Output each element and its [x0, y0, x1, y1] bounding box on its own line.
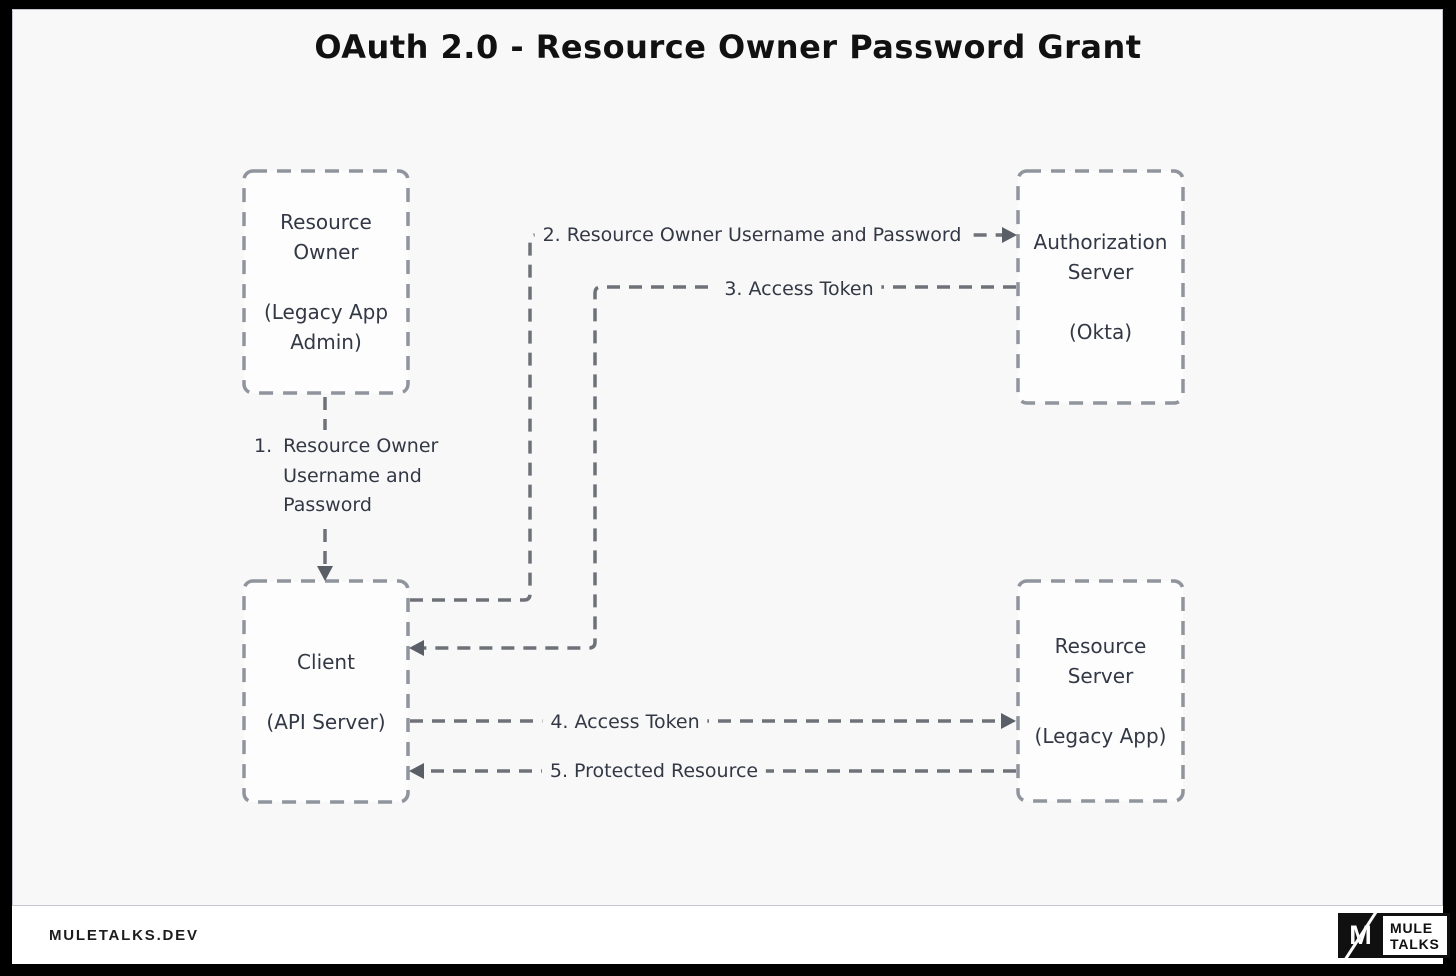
node-client: Client (API Server): [244, 581, 408, 802]
node-subtitle: (API Server): [266, 709, 386, 734]
muletalks-logo: M MULE TALKS: [1338, 910, 1450, 962]
step-1-number: 1.: [254, 435, 273, 457]
footer-site-text: MULETALKS.DEV: [49, 926, 199, 944]
step-4-label: 4. Access Token: [542, 711, 708, 733]
node-title: Client: [297, 649, 355, 674]
step-3-label: 3. Access Token: [716, 278, 882, 300]
node-subtitle: (Okta): [1068, 320, 1133, 344]
node-resource-server: Resource Server (Legacy App): [1018, 581, 1183, 801]
logo-slash-icon: [1342, 910, 1379, 962]
node-resource-owner: Resource Owner (Legacy App Admin): [244, 171, 408, 393]
step-2-label: 2. Resource Owner Username and Password: [534, 224, 970, 246]
node-title: Resource Server: [1054, 634, 1147, 688]
diagram-title: OAuth 2.0 - Resource Owner Password Gran…: [314, 28, 1142, 66]
node-title: Resource Owner: [280, 210, 372, 264]
step-1-text: Resource Owner Username and Password: [283, 435, 439, 516]
node-subtitle: (Legacy App Admin): [263, 300, 389, 354]
node-authorization-server: Authorization Server (Okta): [1018, 171, 1183, 403]
step-5-label: 5. Protected Resource: [541, 760, 767, 782]
logo-word-mule: MULE: [1390, 919, 1433, 936]
logo-wordmark: MULE TALKS: [1383, 913, 1450, 958]
logo-m-icon: M: [1338, 910, 1383, 962]
node-subtitle: (Legacy App): [1034, 724, 1167, 748]
step-1-label: 1. Resource Owner Username and Password: [248, 430, 445, 525]
logo-word-talks: TALKS: [1390, 935, 1440, 952]
footer-bar: [12, 906, 1443, 964]
node-title: Authorization Server: [1033, 230, 1168, 284]
